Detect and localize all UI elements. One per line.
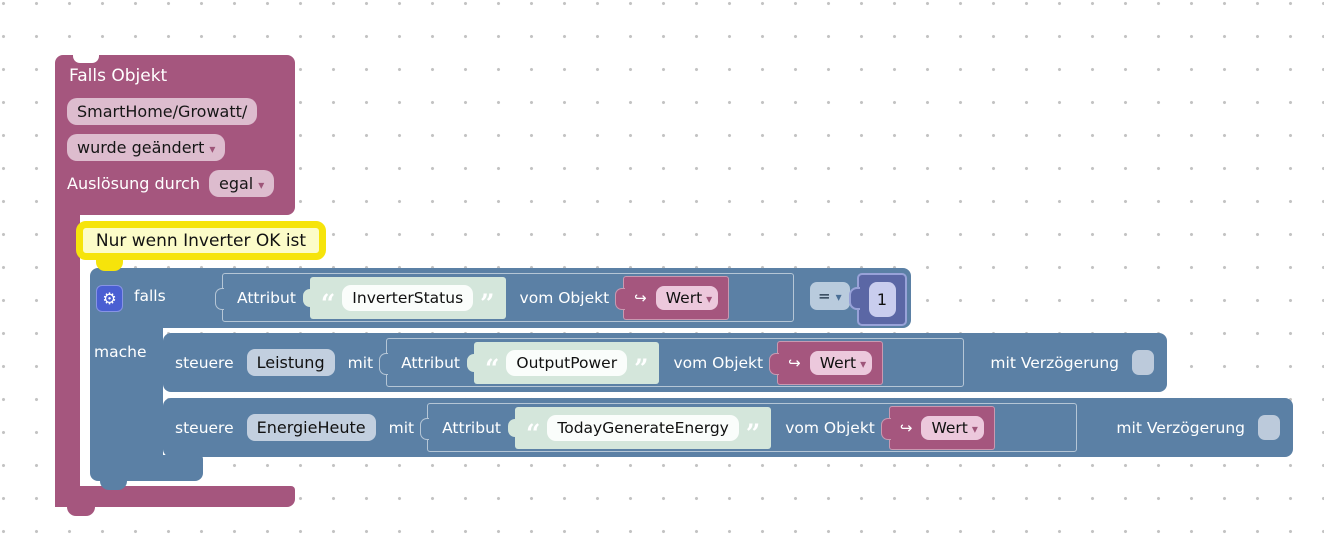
control-label: steuere: [175, 353, 234, 372]
number-block[interactable]: 1: [849, 273, 907, 326]
number-field[interactable]: 1: [868, 282, 896, 317]
statement-connector-notch: [96, 253, 123, 271]
value-arrow-icon: ↪: [634, 288, 647, 307]
attribute-label: Attribut: [237, 288, 296, 307]
dropdown-arrow-icon: ▾: [209, 141, 216, 156]
trigger-type-value: egal: [218, 174, 254, 193]
object-id-value: SmartHome/Growatt/: [77, 102, 248, 121]
value-block[interactable]: ↪ Wert ▾: [769, 340, 884, 385]
value-arrow-icon: ↪: [899, 418, 913, 437]
dropdown-arrow-icon: ▾: [860, 356, 867, 371]
mutator-gear-icon[interactable]: ⚙: [96, 285, 123, 312]
delay-label: mit Verzögerung: [990, 353, 1119, 372]
value-block[interactable]: ↪ Wert ▾: [880, 405, 995, 450]
statement-connector-notch: [100, 479, 127, 490]
dropdown-arrow-icon: ▾: [258, 177, 265, 192]
delay-checkbox[interactable]: [1258, 415, 1280, 440]
delay-checkbox[interactable]: [1132, 350, 1154, 375]
from-object-label: vom Objekt: [673, 353, 764, 372]
attribute-name-field[interactable]: TodayGenerateEnergy: [547, 414, 739, 441]
with-label: mit: [388, 418, 415, 437]
object-id-field[interactable]: SmartHome/Growatt/: [67, 98, 258, 125]
from-object-label: vom Objekt: [519, 288, 610, 307]
trigger-block-bottom-bar: [55, 486, 295, 507]
operator-dropdown[interactable]: = ▾: [810, 282, 850, 310]
target-object-field[interactable]: EnergieHeute: [246, 414, 376, 441]
if-block-spine: mache: [90, 326, 163, 457]
trigger-block-title: Falls Objekt: [69, 66, 168, 86]
trigger-type-dropdown[interactable]: egal ▾: [208, 170, 275, 197]
value-type-value: Wert: [819, 353, 857, 372]
value-type-dropdown[interactable]: Wert ▾: [809, 350, 873, 375]
attribute-name-field[interactable]: OutputPower: [506, 349, 628, 376]
value-arrow-icon: ↪: [788, 353, 801, 372]
trigger-type-label: Auslösung durch: [67, 174, 200, 193]
comment-text: Nur wenn Inverter OK ist: [95, 230, 307, 251]
delay-label: mit Verzögerung: [1116, 418, 1245, 437]
do-label: mache: [94, 343, 147, 361]
attribute-block[interactable]: Attribut “ TodayGenerateEnergy ” vom Obj…: [420, 403, 1078, 452]
value-block[interactable]: ↪ Wert ▾: [615, 275, 730, 320]
target-object-field[interactable]: Leistung: [246, 349, 335, 376]
dropdown-arrow-icon: ▾: [971, 421, 978, 436]
from-object-label: vom Objekt: [785, 418, 875, 437]
trigger-block-top-notch: [73, 55, 99, 63]
dropdown-arrow-icon: ▾: [706, 291, 713, 306]
attribute-label: Attribut: [401, 353, 460, 372]
if-label: falls: [134, 287, 166, 305]
trigger-block[interactable]: Falls Objekt SmartHome/Growatt/ wurde ge…: [55, 55, 295, 215]
control-block[interactable]: steuere Leistung mit Attribut “ OutputPo…: [163, 333, 1167, 392]
dropdown-arrow-icon: ▾: [835, 290, 842, 304]
event-dropdown[interactable]: wurde geändert ▾: [67, 134, 226, 161]
trigger-block-spine: [55, 213, 80, 507]
if-block[interactable]: ⚙ falls Attribut “ InverterStatus ” vom …: [90, 268, 911, 328]
value-type-dropdown[interactable]: Wert ▾: [655, 285, 719, 310]
value-type-value: Wert: [931, 418, 968, 437]
control-label: steuere: [175, 418, 234, 437]
value-type-value: Wert: [665, 288, 703, 307]
operator-value: =: [818, 287, 831, 305]
attribute-block[interactable]: Attribut “ OutputPower ” vom Objekt ↪ We…: [379, 338, 965, 387]
statement-connector-notch: [67, 505, 95, 516]
text-block[interactable]: “ InverterStatus ”: [302, 276, 506, 319]
attribute-block[interactable]: Attribut “ InverterStatus ” vom Objekt ↪…: [215, 273, 794, 322]
text-block[interactable]: “ OutputPower ”: [467, 341, 660, 384]
attribute-label: Attribut: [442, 418, 501, 437]
control-block[interactable]: steuere EnergieHeute mit Attribut “ Toda…: [163, 398, 1293, 457]
value-type-dropdown[interactable]: Wert ▾: [921, 415, 984, 440]
with-label: mit: [347, 353, 374, 372]
event-dropdown-value: wurde geändert: [77, 138, 205, 157]
text-block[interactable]: “ TodayGenerateEnergy ”: [507, 406, 772, 449]
attribute-name-field[interactable]: InverterStatus: [342, 284, 474, 311]
if-block-bottom-bar: [90, 455, 203, 481]
